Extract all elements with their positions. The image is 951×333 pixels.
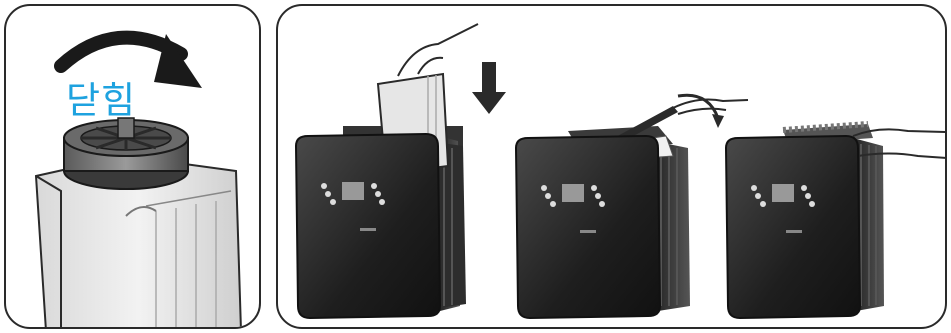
close-instruction-label: 닫힘 (66, 79, 137, 122)
step-insert-water-tank (294, 23, 506, 320)
water-tank-illustration (34, 30, 242, 327)
step-closed-humidifier (724, 121, 945, 320)
assembly-steps-panel (276, 4, 947, 329)
tank-cap (63, 117, 189, 190)
curved-arrow-icon (677, 93, 724, 128)
humidifier-steps-illustration (294, 23, 945, 320)
down-arrow-icon (472, 62, 506, 114)
rotate-clockwise-arrow-icon (54, 30, 202, 88)
step-close-lid (514, 93, 749, 320)
tank-cap-panel: 닫힘 (4, 4, 261, 329)
